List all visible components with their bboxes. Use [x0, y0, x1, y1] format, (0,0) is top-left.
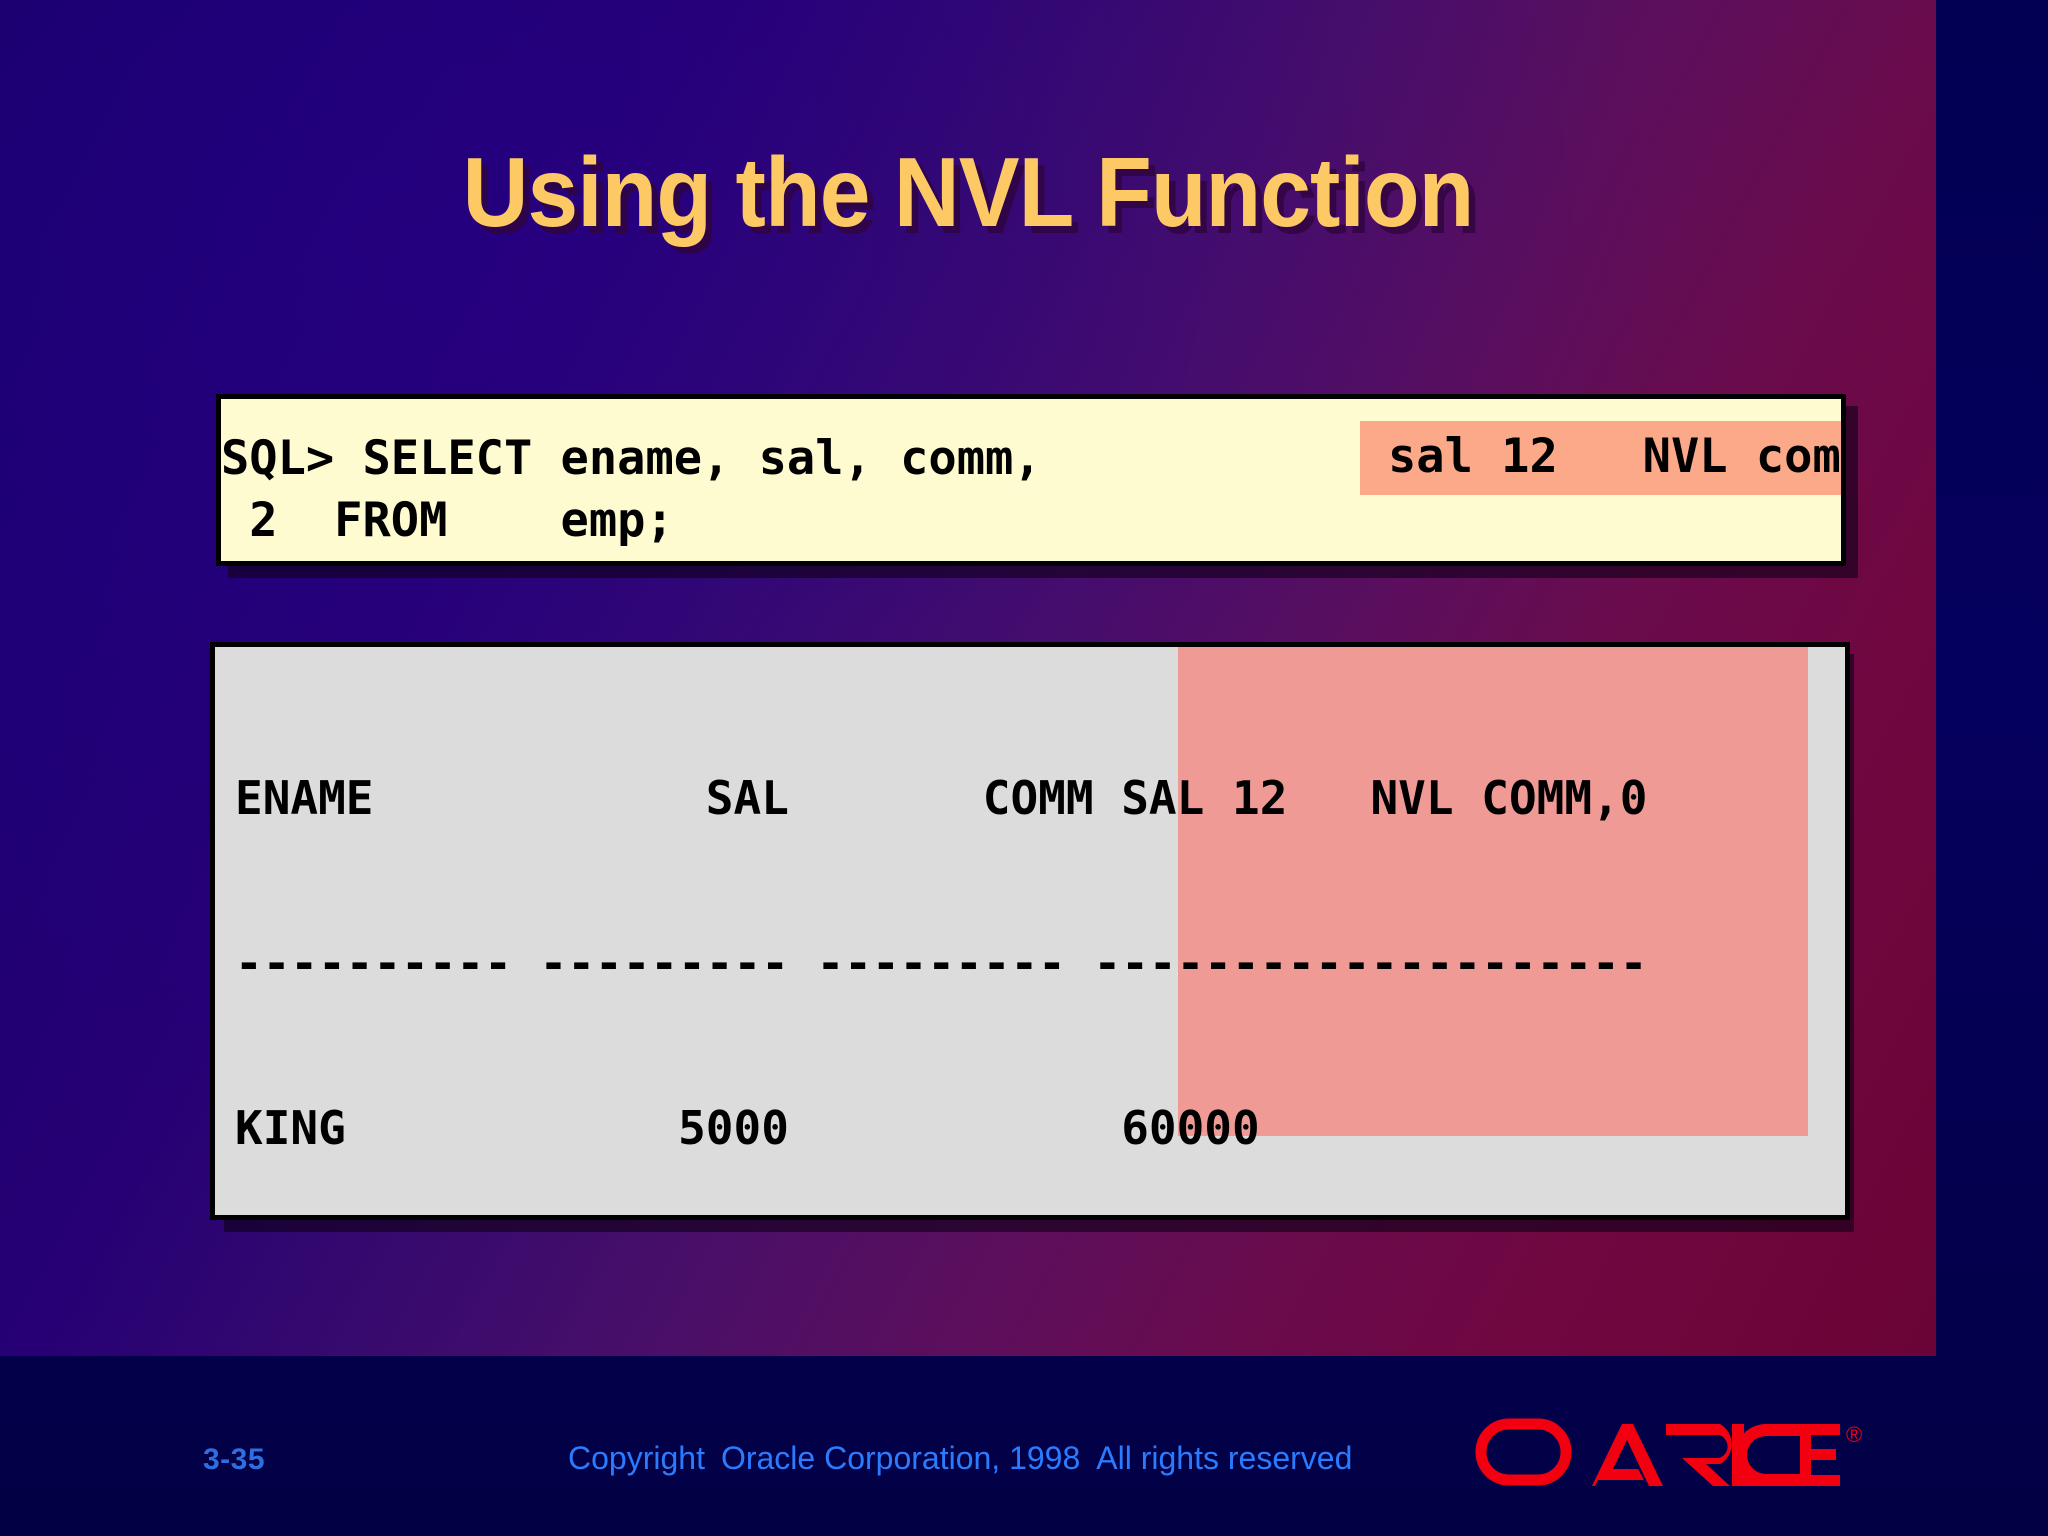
registered-trademark-icon: ®	[1846, 1422, 1863, 1447]
sql-highlight-text: sal 12 NVL comm,0	[1388, 429, 1841, 484]
copyright-notice: Copyright Oracle Corporation, 1998 All rig…	[568, 1440, 1352, 1477]
results-separator-row: ---------- --------- --------- ---------…	[235, 936, 1648, 990]
sql-line-1: SQL> SELECT ename, sal, comm,	[221, 431, 1042, 486]
page-title: Using the NVL Function	[462, 137, 1475, 247]
copyright-suffix: All rights reserved	[1096, 1440, 1353, 1476]
page-number: 3-35	[203, 1443, 266, 1476]
results-text: ENAME SAL COMM SAL 12 NVL COMM,0 -------…	[235, 661, 1648, 1215]
results-header-row: ENAME SAL COMM SAL 12 NVL COMM,0	[235, 771, 1648, 825]
sql-line-2: 2 FROM emp;	[221, 493, 674, 548]
table-row: KING 5000 60000	[235, 1101, 1260, 1155]
sql-statement-box: SQL> SELECT ename, sal, comm, 2 FROM emp…	[216, 394, 1846, 566]
results-output-box: ENAME SAL COMM SAL 12 NVL COMM,0 -------…	[210, 642, 1850, 1220]
oracle-wordmark-icon	[1475, 1418, 1840, 1486]
copyright-prefix: Copyright	[568, 1440, 705, 1476]
results-computed-column-highlight	[1178, 647, 1808, 1136]
sql-expression-highlight: sal 12 NVL comm,0	[1360, 421, 1841, 495]
copyright-body: Oracle Corporation, 1998	[720, 1440, 1081, 1476]
oracle-logo: ®	[1470, 1418, 1862, 1486]
